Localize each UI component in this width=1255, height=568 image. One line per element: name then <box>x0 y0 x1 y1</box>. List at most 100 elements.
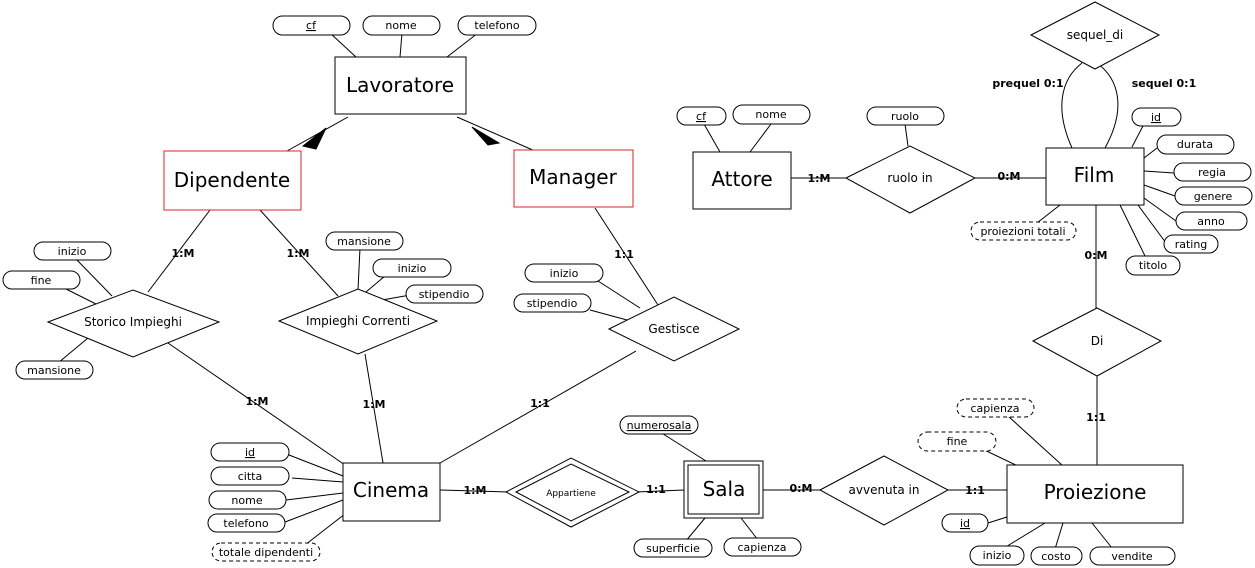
attr-lavoratore-telefono-label: telefono <box>474 19 519 32</box>
relationship-impieghi-correnti[interactable]: Impieghi Correnti <box>277 288 439 355</box>
relationship-storico-impieghi[interactable]: Storico Impieghi <box>46 289 221 358</box>
card-attore-ruolo: 1:M <box>808 172 831 185</box>
card-sala-avvenuta: 0:M <box>790 482 813 495</box>
relationship-ruolo-in-label: ruolo in <box>887 171 932 185</box>
attr-film-rating-label: rating <box>1175 238 1208 251</box>
attr-cinema-citta-label: citta <box>238 470 262 483</box>
attr-proiezione-id-label: id <box>960 517 970 530</box>
attr-correnti-mansione-label: mansione <box>337 235 391 248</box>
entity-proiezione[interactable]: Proiezione <box>1006 464 1184 524</box>
card-prequel: prequel 0:1 <box>992 77 1063 90</box>
entity-manager-label: Manager <box>529 165 617 189</box>
attr-proiezione-fine[interactable]: fine <box>917 431 997 452</box>
attr-lavoratore-cf[interactable]: cf <box>272 15 351 36</box>
attr-proiezione-capienza[interactable]: capienza <box>956 398 1035 418</box>
relationship-appartiene[interactable]: Appartiene <box>504 457 641 528</box>
attr-attore-nome[interactable]: nome <box>732 104 811 125</box>
attr-attore-cf[interactable]: cf <box>676 106 727 126</box>
attr-cinema-id-label: id <box>245 446 255 459</box>
attr-cinema-nome[interactable]: nome <box>208 490 287 510</box>
attr-proiezione-costo-label: costo <box>1041 550 1071 563</box>
relationship-di-label: Di <box>1091 334 1104 348</box>
attr-film-anno[interactable]: anno <box>1175 211 1248 231</box>
attr-film-id[interactable]: id <box>1131 107 1182 127</box>
attr-correnti-stipendio[interactable]: stipendio <box>405 284 484 304</box>
entity-dipendente-label: Dipendente <box>174 168 290 192</box>
entity-attore-label: Attore <box>711 167 772 191</box>
relationship-sequel-di[interactable]: sequel_di <box>1029 1 1161 70</box>
relationship-avvenuta-in-label: avvenuta in <box>849 483 920 497</box>
entity-sala-label: Sala <box>703 477 746 501</box>
card-ruolo-film: 0:M <box>998 170 1021 183</box>
attr-proiezione-inizio-label: inizio <box>983 549 1012 562</box>
attr-sala-capienza[interactable]: capienza <box>723 537 802 557</box>
attr-film-regia[interactable]: regia <box>1173 162 1252 182</box>
entity-cinema[interactable]: Cinema <box>342 462 441 522</box>
attr-ruolo-label: ruolo <box>891 110 919 123</box>
entity-lavoratore-label: Lavoratore <box>346 73 454 97</box>
attr-lavoratore-nome-label: nome <box>385 19 416 32</box>
attr-gestisce-inizio[interactable]: inizio <box>524 263 604 283</box>
entity-manager[interactable]: Manager <box>513 149 634 208</box>
attr-film-durata-label: durata <box>1177 138 1213 151</box>
relationship-storico-impieghi-label: Storico Impieghi <box>84 315 182 329</box>
attr-cinema-nome-label: nome <box>231 494 262 507</box>
attr-proiezione-capienza-label: capienza <box>970 402 1019 415</box>
attr-storico-mansione[interactable]: mansione <box>15 360 94 380</box>
attr-proiezione-vendite[interactable]: vendite <box>1089 546 1176 566</box>
attr-correnti-inizio[interactable]: inizio <box>372 258 452 278</box>
attr-proiezione-id[interactable]: id <box>941 513 989 533</box>
entity-lavoratore[interactable]: Lavoratore <box>334 56 467 115</box>
attr-gestisce-stipendio[interactable]: stipendio <box>513 293 592 313</box>
attr-film-durata[interactable]: durata <box>1156 134 1235 155</box>
attr-cinema-totale-dipendenti-label: totale dipendenti <box>219 546 313 559</box>
entity-sala[interactable]: Sala <box>683 460 764 519</box>
attr-cinema-citta[interactable]: citta <box>210 466 290 486</box>
isa-arrow-manager <box>471 126 501 146</box>
card-di-proiezione: 1:1 <box>1086 411 1106 424</box>
relationship-avvenuta-in[interactable]: avvenuta in <box>818 455 950 526</box>
attr-lavoratore-nome[interactable]: nome <box>362 15 441 36</box>
attr-sala-superficie[interactable]: superficie <box>633 538 713 558</box>
entity-attore[interactable]: Attore <box>692 151 792 210</box>
isa-arrow-dipendente <box>301 127 327 150</box>
attr-attore-nome-label: nome <box>755 108 786 121</box>
attr-film-titolo-label: titolo <box>1139 259 1167 272</box>
attr-storico-mansione-label: mansione <box>27 364 81 377</box>
attr-correnti-inizio-label: inizio <box>398 262 427 275</box>
card-manager-gestisce: 1:1 <box>614 248 634 261</box>
entity-dipendente[interactable]: Dipendente <box>163 150 302 211</box>
relationship-di[interactable]: Di <box>1031 307 1163 377</box>
relationship-ruolo-in[interactable]: ruolo in <box>844 145 977 214</box>
attr-sala-capienza-label: capienza <box>737 541 786 554</box>
attr-sala-superficie-label: superficie <box>646 542 700 555</box>
attr-proiezione-fine-label: fine <box>947 435 968 448</box>
attr-storico-fine[interactable]: fine <box>2 270 81 290</box>
entity-film[interactable]: Film <box>1045 147 1145 206</box>
attr-film-proiezioni-totali[interactable]: proiezioni totali <box>970 221 1077 241</box>
attr-sala-numerosala[interactable]: numerosala <box>619 415 699 435</box>
attr-cinema-totale-dipendenti[interactable]: totale dipendenti <box>211 542 321 562</box>
attr-film-genere-label: genere <box>1194 190 1233 203</box>
attr-cinema-telefono[interactable]: telefono <box>207 513 286 533</box>
attr-lavoratore-telefono[interactable]: telefono <box>457 15 537 36</box>
attr-film-titolo[interactable]: titolo <box>1125 255 1181 276</box>
attr-film-rating[interactable]: rating <box>1163 234 1219 254</box>
relationship-appartiene-label: Appartiene <box>546 489 596 499</box>
connector-lines <box>57 32 1177 550</box>
card-sequel: sequel 0:1 <box>1132 77 1196 90</box>
card-gestisce-cinema: 1:1 <box>530 397 550 410</box>
attr-storico-inizio[interactable]: inizio <box>33 241 112 261</box>
attr-gestisce-inizio-label: inizio <box>550 267 579 280</box>
attr-storico-fine-label: fine <box>31 274 52 287</box>
entity-cinema-label: Cinema <box>353 478 429 502</box>
attr-film-id-label: id <box>1151 111 1161 124</box>
attr-proiezione-costo[interactable]: costo <box>1030 546 1083 566</box>
attr-cinema-id[interactable]: id <box>210 442 290 462</box>
relationship-gestisce[interactable]: Gestisce <box>607 296 741 362</box>
relationship-gestisce-label: Gestisce <box>648 322 699 336</box>
attr-correnti-mansione[interactable]: mansione <box>325 231 404 251</box>
attr-proiezione-inizio[interactable]: inizio <box>969 545 1025 566</box>
attr-ruolo[interactable]: ruolo <box>866 106 945 126</box>
attr-film-genere[interactable]: genere <box>1174 186 1253 206</box>
